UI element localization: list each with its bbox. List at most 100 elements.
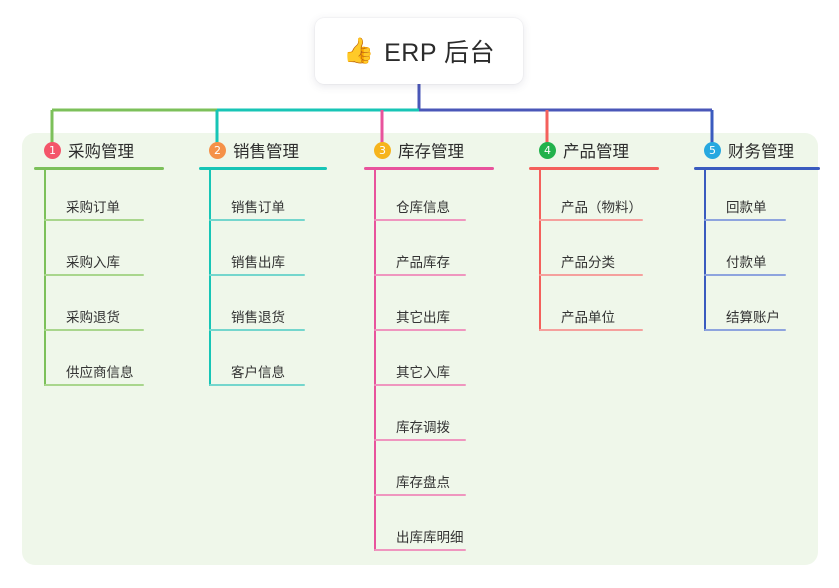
leaf-underline bbox=[209, 274, 305, 276]
leaf-label: 库存调拨 bbox=[396, 420, 450, 435]
branch-number-badge: 1 bbox=[44, 141, 61, 159]
leaf-label: 出库库明细 bbox=[396, 530, 464, 545]
leaf-item[interactable]: 产品库存 bbox=[374, 225, 494, 280]
branch-number-badge: 4 bbox=[539, 141, 556, 159]
leaf-item[interactable]: 其它入库 bbox=[374, 335, 494, 390]
branch-underline bbox=[529, 167, 659, 170]
branch-title: 产品管理 bbox=[563, 143, 629, 161]
leaf-underline bbox=[539, 219, 643, 221]
branch-column-2: 2 销售管理销售订单销售出库销售退货客户信息 bbox=[195, 133, 327, 390]
leaf-item[interactable]: 出库库明细 bbox=[374, 500, 494, 555]
leaf-list: 采购订单采购入库采购退货供应商信息 bbox=[44, 170, 164, 390]
leaf-underline bbox=[209, 384, 305, 386]
leaf-list: 产品（物料） 产品分类产品单位 bbox=[539, 170, 659, 335]
leaf-item[interactable]: 销售退货 bbox=[209, 280, 327, 335]
leaf-item[interactable]: 产品（物料） bbox=[539, 170, 659, 225]
leaf-item[interactable]: 库存盘点 bbox=[374, 445, 494, 500]
leaf-item[interactable]: 采购订单 bbox=[44, 170, 164, 225]
leaf-list: 销售订单销售出库销售退货客户信息 bbox=[209, 170, 327, 390]
leaf-item[interactable]: 库存调拨 bbox=[374, 390, 494, 445]
branch-header-5[interactable]: 5 财务管理 bbox=[690, 133, 820, 167]
leaf-label: 其它入库 bbox=[396, 365, 450, 380]
branch-column-5: 5 财务管理回款单付款单结算账户 bbox=[690, 133, 820, 335]
leaf-underline bbox=[209, 219, 305, 221]
branch-column-3: 3 库存管理仓库信息产品库存其它出库其它入库库存调拨库存盘点出库库明细 bbox=[360, 133, 494, 555]
leaf-underline bbox=[44, 274, 144, 276]
leaf-underline bbox=[374, 494, 466, 496]
branch-column-4: 4 产品管理产品（物料） 产品分类产品单位 bbox=[525, 133, 659, 335]
branch-number-badge: 5 bbox=[704, 141, 721, 159]
leaf-underline bbox=[539, 329, 643, 331]
branch-header-4[interactable]: 4 产品管理 bbox=[525, 133, 659, 167]
leaf-label: 供应商信息 bbox=[66, 365, 134, 380]
leaf-label: 产品（物料） bbox=[561, 200, 642, 215]
leaf-item[interactable]: 付款单 bbox=[704, 225, 820, 280]
branch-header-3[interactable]: 3 库存管理 bbox=[360, 133, 494, 167]
branch-underline bbox=[364, 167, 494, 170]
leaf-label: 其它出库 bbox=[396, 310, 450, 325]
branch-number-badge: 3 bbox=[374, 141, 391, 159]
branch-spine bbox=[539, 170, 541, 331]
leaf-list: 仓库信息产品库存其它出库其它入库库存调拨库存盘点出库库明细 bbox=[374, 170, 494, 555]
leaf-label: 销售退货 bbox=[231, 310, 285, 325]
branch-underline bbox=[694, 167, 820, 170]
leaf-item[interactable]: 销售出库 bbox=[209, 225, 327, 280]
branch-underline bbox=[199, 167, 327, 170]
leaf-underline bbox=[374, 274, 466, 276]
leaf-underline bbox=[374, 549, 466, 551]
leaf-underline bbox=[44, 219, 144, 221]
leaf-label: 销售订单 bbox=[231, 200, 285, 215]
leaf-label: 产品分类 bbox=[561, 255, 615, 270]
leaf-label: 客户信息 bbox=[231, 365, 285, 380]
branch-spine bbox=[704, 170, 706, 331]
leaf-label: 采购入库 bbox=[66, 255, 120, 270]
leaf-label: 付款单 bbox=[726, 255, 767, 270]
leaf-underline bbox=[374, 384, 466, 386]
leaf-label: 库存盘点 bbox=[396, 475, 450, 490]
leaf-item[interactable]: 供应商信息 bbox=[44, 335, 164, 390]
leaf-label: 采购退货 bbox=[66, 310, 120, 325]
thumbs-up-icon: 👍 bbox=[342, 36, 375, 65]
leaf-label: 采购订单 bbox=[66, 200, 120, 215]
leaf-label: 仓库信息 bbox=[396, 200, 450, 215]
diagram-panel bbox=[22, 133, 818, 565]
leaf-item[interactable]: 仓库信息 bbox=[374, 170, 494, 225]
leaf-label: 回款单 bbox=[726, 200, 767, 215]
leaf-item[interactable]: 产品单位 bbox=[539, 280, 659, 335]
branch-header-2[interactable]: 2 销售管理 bbox=[195, 133, 327, 167]
branch-title: 库存管理 bbox=[398, 143, 464, 161]
leaf-item[interactable]: 采购入库 bbox=[44, 225, 164, 280]
leaf-item[interactable]: 其它出库 bbox=[374, 280, 494, 335]
leaf-item[interactable]: 回款单 bbox=[704, 170, 820, 225]
leaf-label: 结算账户 bbox=[726, 310, 780, 325]
leaf-item[interactable]: 销售订单 bbox=[209, 170, 327, 225]
leaf-list: 回款单付款单结算账户 bbox=[704, 170, 820, 335]
branch-underline bbox=[34, 167, 164, 170]
leaf-label: 产品库存 bbox=[396, 255, 450, 270]
branch-spine bbox=[44, 170, 46, 386]
branch-spine bbox=[209, 170, 211, 386]
leaf-underline bbox=[374, 329, 466, 331]
leaf-item[interactable]: 产品分类 bbox=[539, 225, 659, 280]
branch-spine bbox=[374, 170, 376, 551]
leaf-underline bbox=[539, 274, 643, 276]
branch-number-badge: 2 bbox=[209, 141, 226, 159]
leaf-label: 产品单位 bbox=[561, 310, 615, 325]
leaf-item[interactable]: 客户信息 bbox=[209, 335, 327, 390]
leaf-underline bbox=[374, 439, 466, 441]
branch-title: 财务管理 bbox=[728, 143, 794, 161]
leaf-item[interactable]: 结算账户 bbox=[704, 280, 820, 335]
leaf-underline bbox=[704, 329, 786, 331]
leaf-underline bbox=[704, 219, 786, 221]
leaf-underline bbox=[209, 329, 305, 331]
leaf-label: 销售出库 bbox=[231, 255, 285, 270]
root-node[interactable]: 👍 ERP 后台 bbox=[315, 18, 523, 84]
branch-title: 销售管理 bbox=[233, 143, 299, 161]
root-node-title: ERP 后台 bbox=[384, 39, 496, 67]
leaf-underline bbox=[44, 329, 144, 331]
leaf-item[interactable]: 采购退货 bbox=[44, 280, 164, 335]
